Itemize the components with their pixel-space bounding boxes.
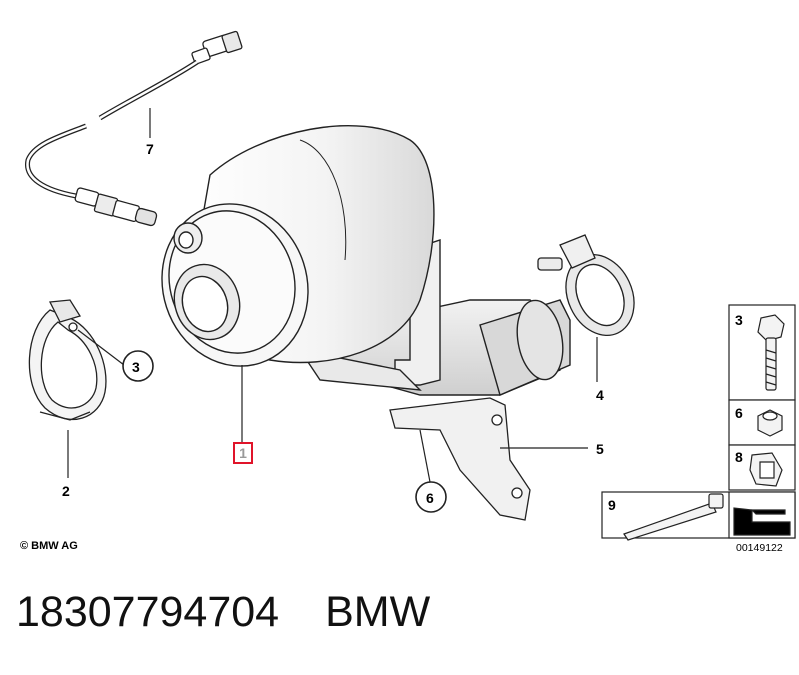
- callout-7: 7: [146, 141, 154, 157]
- bolt-icon[interactable]: [757, 314, 785, 391]
- part-caption: 18307794704 BMW: [16, 586, 430, 638]
- clip-icon[interactable]: [749, 452, 783, 487]
- oxygen-sensor[interactable]: [25, 30, 243, 227]
- callout-4: 4: [596, 387, 604, 403]
- exhaust-clamp-right[interactable]: [537, 234, 647, 347]
- mounting-bracket[interactable]: [389, 397, 531, 521]
- nut-icon[interactable]: [757, 409, 783, 437]
- cable-tie-icon[interactable]: [623, 493, 724, 541]
- arrow-icon: [733, 507, 791, 536]
- panel-number-nut: 6: [735, 405, 743, 421]
- panel-number-bolt: 3: [735, 312, 743, 328]
- callout-circle-6: [415, 481, 447, 513]
- part-number: 18307794704: [16, 588, 280, 636]
- exhaust-clamp-left[interactable]: [28, 299, 107, 421]
- callout-1: 1: [239, 445, 247, 461]
- catalytic-converter[interactable]: [141, 125, 571, 396]
- callout-circles: [122, 350, 447, 513]
- highlighted-callout-1[interactable]: 1: [233, 442, 253, 464]
- brand-name: BMW: [325, 588, 431, 636]
- drawing-number: 00149122: [736, 542, 783, 554]
- callout-5: 5: [596, 441, 604, 457]
- panel-number-cable-tie: 9: [608, 497, 616, 513]
- leader-lines: [67, 108, 598, 483]
- callout-3: 3: [132, 359, 140, 375]
- callout-6: 6: [426, 490, 434, 506]
- copyright-notice: © BMW AG: [20, 540, 78, 552]
- small-parts-panel: [601, 304, 796, 541]
- callout-2: 2: [62, 483, 70, 499]
- callout-circle-3: [122, 350, 154, 382]
- panel-number-clip: 8: [735, 449, 743, 465]
- callout-labels: 7 3 2 4 5 6 3 6 8 9: [62, 141, 743, 513]
